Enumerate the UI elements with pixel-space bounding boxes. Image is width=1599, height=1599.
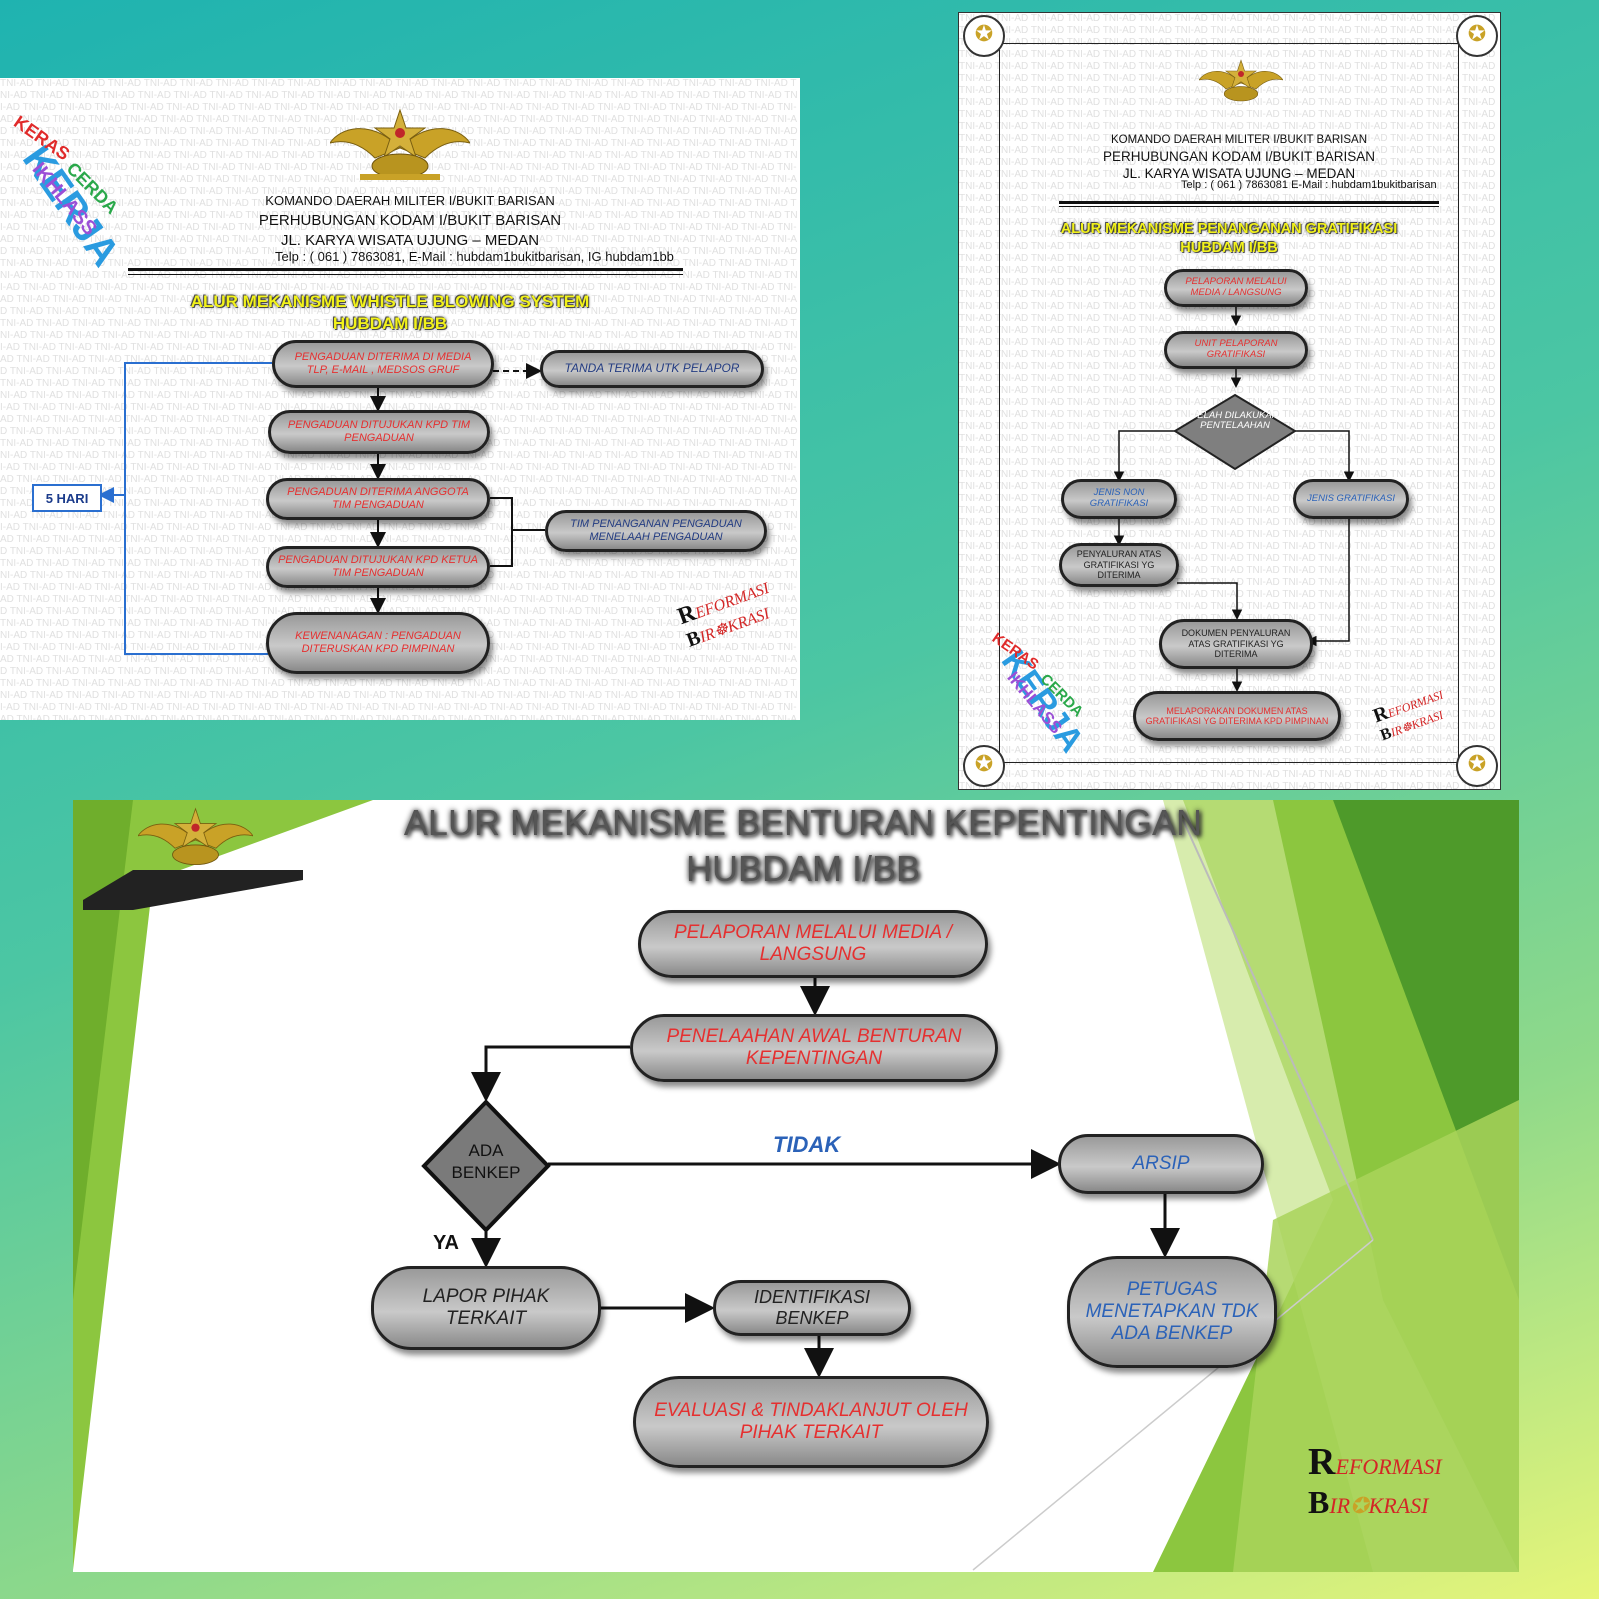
wbs-title: ALUR MEKANISME WHISTLE BLOWING SYSTEM <box>190 292 590 311</box>
wbs-node-complaint-received: PENGADUAN DITERIMA DI MEDIA TLP, E-MAIL … <box>272 340 494 388</box>
wbs-node-to-team: PENGADUAN DITUJUKAN KPD TIM PENGADUAN <box>268 410 490 454</box>
header-contact: Telp : ( 061 ) 7863081 E-Mail : hubdam1b… <box>1181 179 1437 191</box>
grat-node-report-leader: MELAPORAKAN DOKUMEN ATAS GRATIFIKASI YG … <box>1133 691 1341 741</box>
reformasi-logo: REFORMASI BIR✪KRASI <box>1308 1440 1442 1521</box>
wbs-subtitle: HUBDAM I/BB <box>332 314 448 333</box>
wbs-node-receipt: TANDA TERIMA UTK PELAPOR <box>540 350 764 388</box>
grat-node-distribution: PENYALURAN ATAS GRATIFIKASI YG DITERIMA <box>1059 543 1179 587</box>
benkep-node-archive: ARSIP <box>1058 1134 1264 1194</box>
grat-node-document: DOKUMEN PENYALURAN ATAS GRATIFIKASI YG D… <box>1159 619 1313 669</box>
reform-emblem-icon: ✪ <box>1350 1493 1369 1518</box>
corner-emblem-br: ✪ <box>1456 745 1498 787</box>
army-emblem <box>1199 59 1283 102</box>
header-line1: KOMANDO DAERAH MILITER I/BUKIT BARISAN <box>1110 134 1368 146</box>
inner-frame <box>999 43 1459 763</box>
header-divider <box>128 268 683 275</box>
five-days-badge: 5 HARI <box>32 484 102 512</box>
conflict-of-interest-panel: ALUR MEKANISME BENTURAN KEPENTINGAN HUBD… <box>73 800 1519 1572</box>
wbs-node-to-chief: PENGADUAN DITUJUKAN KPD KETUA TIM PENGAD… <box>266 546 490 588</box>
header-line1: KOMANDO DAERAH MILITER I/BUKIT BARISAN <box>265 193 555 208</box>
header-line3: JL. KARYA WISATA UJUNG – MEDAN <box>1122 166 1356 181</box>
whistle-blowing-panel: TNI-AD TNI-AD TNI-AD TNI-AD TNI-AD TNI-A… <box>0 78 800 720</box>
header-line3: JL. KARYA WISATA UJUNG – MEDAN <box>280 232 540 249</box>
wbs-node-to-leader: KEWENANAGAN : PENGADUAN DITERUSKAN KPD P… <box>266 612 490 674</box>
wbs-connectors <box>98 362 545 655</box>
header-line2: PERHUBUNGAN KODAM I/BUKIT BARISAN <box>258 212 562 229</box>
header-line2: PERHUBUNGAN KODAM I/BUKIT BARISAN <box>1102 149 1376 164</box>
grat-connectors <box>1113 305 1355 692</box>
header-divider <box>1059 201 1439 207</box>
wbs-node-team-review: TIM PENANGANAN PENGADUAN MENELAAH PENGAD… <box>545 510 767 552</box>
benkep-subtitle: HUBDAM I/BB <box>685 848 921 889</box>
slogan-kerja: KERJA KERAS CERDA IKHLASS <box>989 629 1119 763</box>
slogan-kerja: KERJA KERAS CERDA IKHLASS <box>10 112 150 274</box>
benkep-node-report: PELAPORAN MELALUI MEDIA / LANGSUNG <box>638 910 988 978</box>
reform-b-mid: IR <box>1329 1493 1351 1518</box>
benkep-node-identify: IDENTIFIKASI BENKEP <box>713 1280 911 1336</box>
grat-node-gratification: JENIS GRATIFIKASI <box>1293 479 1409 519</box>
benkep-node-initial-review: PENELAAHAN AWAL BENTURAN KEPENTINGAN <box>630 1014 998 1082</box>
reform-rest: EFORMASI <box>1335 1454 1442 1479</box>
benkep-node-report-party: LAPOR PIHAK TERKAIT <box>371 1266 601 1350</box>
benkep-connectors <box>421 978 1180 1378</box>
benkep-title: ALUR MEKANISME BENTURAN KEPENTINGAN <box>403 802 1203 843</box>
benkep-node-officer-decides: PETUGAS MENETAPKAN TDK ADA BENKEP <box>1067 1256 1277 1368</box>
header-contact: Telp : ( 061 ) 7863081, E-Mail : hubdam1… <box>275 249 674 264</box>
corner-emblem-tr: ✪ <box>1456 15 1498 57</box>
grat-node-non: JENIS NON GRATIFIKASI <box>1061 479 1177 519</box>
army-emblem <box>138 807 253 866</box>
label-ya: YA <box>433 1232 459 1254</box>
gratification-panel: TNI-AD TNI-AD TNI-AD TNI-AD TNI-AD TNI-A… <box>958 12 1501 790</box>
reform-b: B <box>1308 1484 1330 1520</box>
corner-emblem-bl: ✪ <box>963 745 1005 787</box>
corner-emblem-tl: ✪ <box>963 15 1005 57</box>
benkep-node-evaluate: EVALUASI & TINDAKLANJUT OLEH PIHAK TERKA… <box>633 1376 989 1468</box>
army-emblem <box>330 108 470 180</box>
label-tidak: TIDAK <box>773 1132 841 1157</box>
grat-decision-review: TELAH DILAKUKAN PENTELAAHAN <box>1191 410 1279 432</box>
reform-b-rest: KRASI <box>1368 1493 1429 1518</box>
reform-r: R <box>1308 1441 1336 1483</box>
grat-node-unit: UNIT PELAPORAN GRATIFIKASI <box>1164 331 1308 369</box>
benkep-decision: ADA BENKEP <box>451 1141 521 1183</box>
grat-subtitle: HUBDAM I/BB <box>1180 240 1278 256</box>
grat-node-report: PELAPORAN MELALUI MEDIA / LANGSUNG <box>1164 269 1308 307</box>
grat-title: ALUR MEKANISME PENANGANAN GRATIFIKASI <box>1060 221 1398 237</box>
wbs-node-team-received: PENGADUAN DITERIMA ANGGOTA TIM PENGADUAN <box>266 478 490 520</box>
green-decoration <box>73 800 1519 1572</box>
